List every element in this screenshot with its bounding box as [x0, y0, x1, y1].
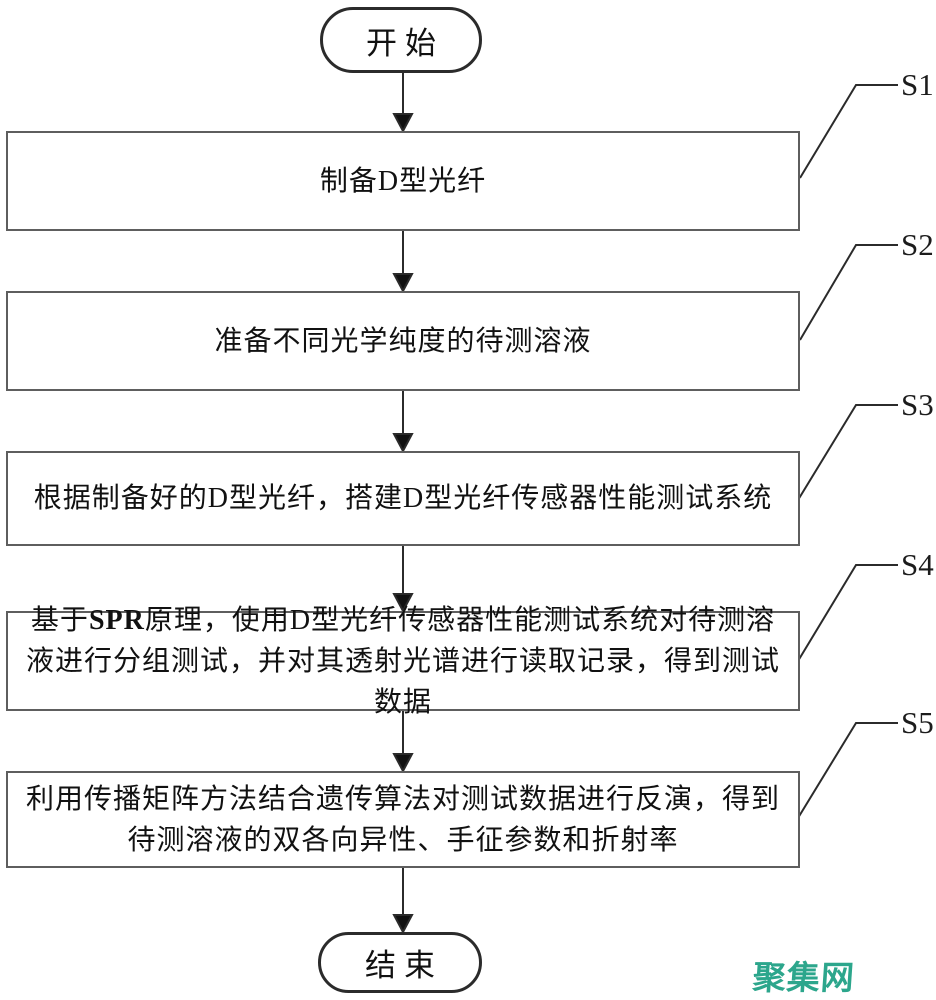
process-box-s3-text: 根据制备好的D型光纤，搭建D型光纤传感器性能测试系统 — [33, 483, 773, 514]
arrowhead-s5 — [392, 753, 414, 774]
arrowhead-s4 — [392, 593, 414, 614]
leader-line-s3 — [797, 404, 898, 501]
process-box-s2: 准备不同光学纯度的待测溶液 — [6, 291, 800, 391]
end-node: 结束 — [318, 932, 482, 993]
arrowhead-s1 — [392, 113, 414, 134]
process-box-s4-text: 基于SPR原理，使用D型光纤传感器性能测试系统对待测溶液进行分组测试，并对其透射… — [8, 600, 798, 723]
leader-line-s4 — [797, 564, 898, 662]
process-box-s1-text: 制备D型光纤 — [319, 165, 487, 197]
leader-line-s5 — [797, 722, 898, 819]
step-label-s4: S4 — [901, 547, 934, 582]
step-label-s3: S3 — [901, 387, 934, 422]
leader-line-s2 — [799, 244, 898, 341]
arrowhead-s3 — [392, 433, 414, 454]
process-box-s4: 基于SPR原理，使用D型光纤传感器性能测试系统对待测溶液进行分组测试，并对其透射… — [6, 605, 800, 718]
process-box-s4-bold-term: SPR — [88, 604, 145, 636]
arrowhead-s2 — [392, 273, 414, 294]
process-box-s3: 根据制备好的D型光纤，搭建D型光纤传感器性能测试系统 — [6, 451, 800, 546]
process-box-s5-text: 利用传播矩阵方法结合遗传算法对测试数据进行反演，得到待测溶液的双各向异性、手征参… — [25, 783, 780, 856]
end-node-label: 结束 — [365, 948, 443, 983]
step-label-s1: S1 — [901, 67, 934, 102]
step-label-s2: S2 — [901, 227, 934, 262]
arrowhead-end — [392, 914, 414, 935]
start-node-label: 开始 — [366, 25, 444, 61]
process-box-s4-prefix: 基于 — [30, 604, 89, 636]
process-box-s4-suffix: 原理，使用D型光纤传感器性能测试系统对待测溶液进行分组测试，并对其透射光谱进行读… — [25, 604, 780, 718]
process-box-s5: 利用传播矩阵方法结合遗传算法对测试数据进行反演，得到待测溶液的双各向异性、手征参… — [6, 771, 800, 868]
process-box-s2-text: 准备不同光学纯度的待测溶液 — [214, 325, 592, 357]
watermark-logo: 聚集网 — [751, 959, 857, 996]
leader-line-s1 — [799, 84, 898, 179]
step-label-s5: S5 — [901, 705, 934, 740]
process-box-s1: 制备D型光纤 — [6, 131, 800, 231]
start-node: 开始 — [320, 7, 482, 73]
